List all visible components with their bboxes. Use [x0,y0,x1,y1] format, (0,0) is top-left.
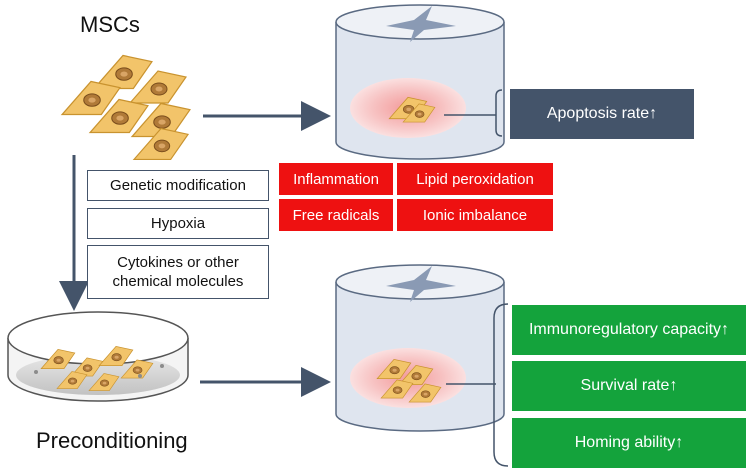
stressor-ionic-imbalance: Ionic imbalance [397,199,553,231]
method-cytokines: Cytokines or other chemical molecules [87,245,269,299]
method-genetic-modification: Genetic modification [87,170,269,201]
injury-site-cylinder-bottom [335,264,505,432]
outcome-survival-rate: Survival rate↑ [512,361,746,411]
stressor-free-radicals: Free radicals [279,199,393,231]
method-hypoxia: Hypoxia [87,208,269,239]
bracket-bottom [493,303,509,467]
wound-star-icon [386,6,456,42]
petri-dish [7,311,189,402]
outcome-homing-ability: Homing ability↑ [512,418,746,468]
injury-site-cylinder-top [335,4,505,160]
stressor-lipid-peroxidation: Lipid peroxidation [397,163,553,195]
msc-cell-cluster [61,54,191,161]
outcome-apoptosis-rate: Apoptosis rate↑ [510,89,694,139]
msc-label: MSCs [80,12,140,37]
preconditioning-label: Preconditioning [36,428,188,453]
wound-star-icon [386,266,456,302]
bracket-top [495,89,503,137]
outcome-immunoregulatory-capacity: Immunoregulatory capacity↑ [512,305,746,355]
stressor-inflammation: Inflammation [279,163,393,195]
